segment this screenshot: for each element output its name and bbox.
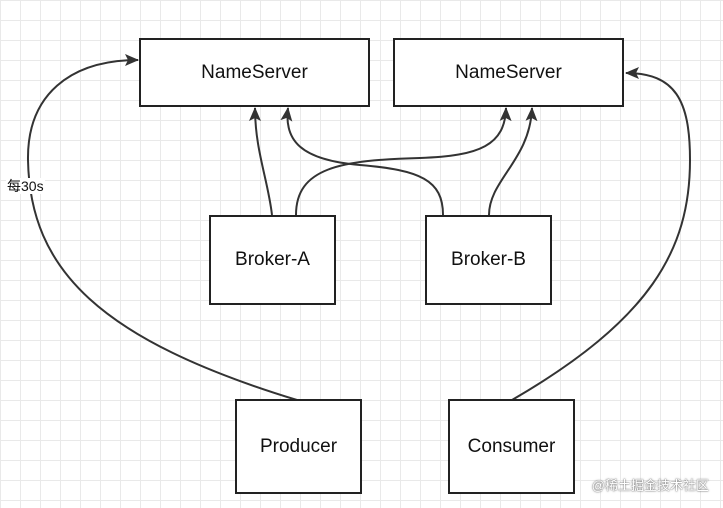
consumer-node[interactable]: Consumer xyxy=(448,399,575,494)
producer-node[interactable]: Producer xyxy=(235,399,362,494)
edge-broker-b-to-nameserver-right xyxy=(488,107,538,216)
edge-producer-to-nameserver-left xyxy=(26,54,298,401)
edge-consumer-to-nameserver-right xyxy=(511,67,692,401)
watermark: @稀土掘金技术社区 xyxy=(591,478,709,493)
edge-broker-b-to-nameserver-left xyxy=(280,107,444,216)
edge-broker-a-to-nameserver-left xyxy=(249,107,273,216)
broker-a-node[interactable]: Broker-A xyxy=(209,215,336,305)
edge-broker-a-to-nameserver-right xyxy=(295,107,512,216)
nameserver-left-node[interactable]: NameServer xyxy=(139,38,370,107)
edge-label-interval: 每30s xyxy=(6,178,45,194)
nameserver-right-node[interactable]: NameServer xyxy=(393,38,624,107)
broker-b-node[interactable]: Broker-B xyxy=(425,215,552,305)
